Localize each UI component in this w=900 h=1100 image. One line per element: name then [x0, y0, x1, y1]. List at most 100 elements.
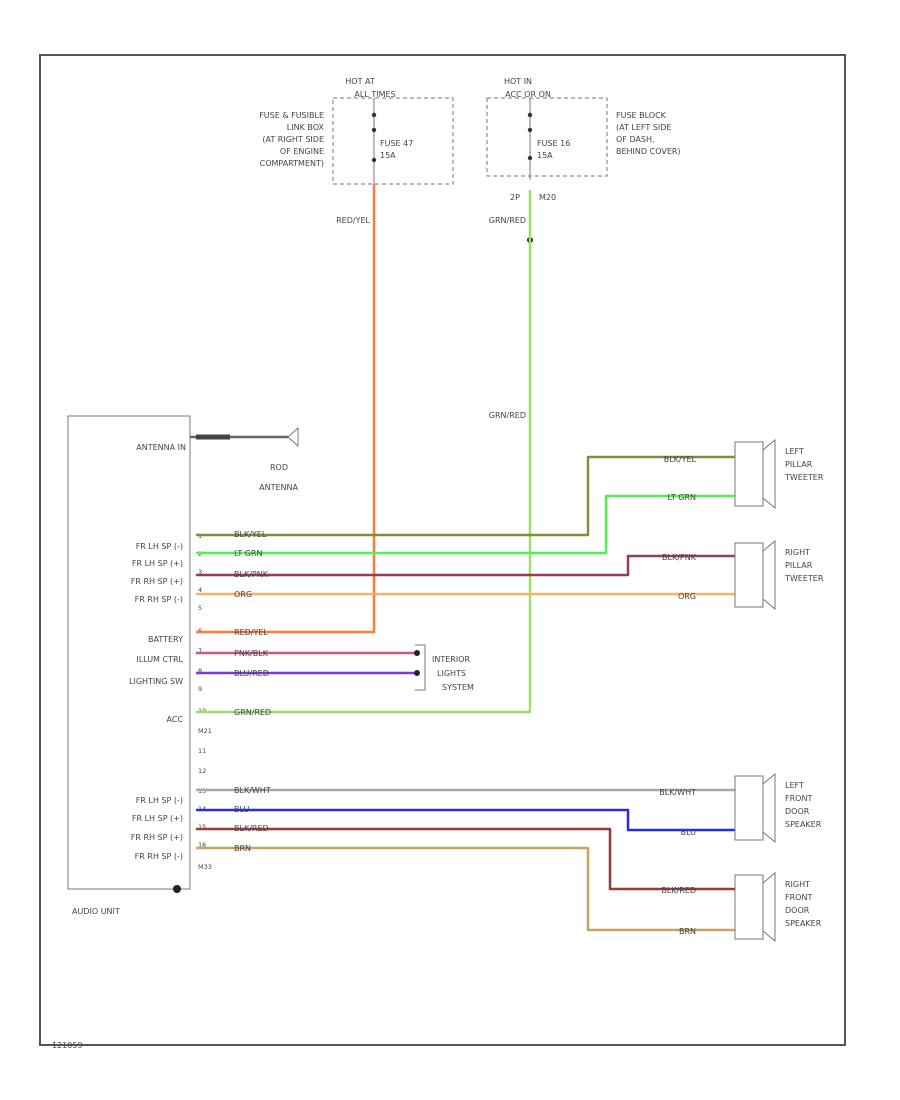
- fuse-link-box-label-1: LINK BOX: [287, 123, 325, 132]
- diagram-code: 121059: [52, 1041, 83, 1050]
- right-pillar-tweeter-body: [734, 542, 764, 608]
- fuse-16-rating: 15A: [537, 151, 553, 160]
- fuse-47-terminal-top: [371, 112, 377, 118]
- wire-label-1: BLK/YEL: [234, 530, 267, 539]
- wire-pin14: [196, 808, 735, 832]
- right-front-door-speaker-label-0: RIGHT: [785, 880, 810, 889]
- fuse-block-label-3: BEHIND COVER): [616, 147, 681, 156]
- fuse-47-terminal-bot: [371, 157, 377, 163]
- wire-label-6: RED/YEL: [234, 628, 268, 637]
- right-pillar-tweeter-label-2: TWEETER: [784, 574, 824, 583]
- fuse-link-box-label-3: OF ENGINE: [280, 147, 324, 156]
- fuse-47-terminal-mid: [371, 127, 377, 133]
- left-pillar-tweeter-body: [734, 441, 764, 507]
- pin-number: 3: [198, 568, 202, 576]
- pin-function-label: FR RH SP (+): [131, 833, 183, 842]
- right-label-rf-bot: BRN: [679, 927, 696, 936]
- pin-function-label: BATTERY: [148, 635, 183, 644]
- fuse-link-box-outline: [332, 97, 454, 185]
- acc-feed-label-mid: GRN/RED: [489, 411, 526, 420]
- pin-function-label: ACC: [166, 715, 183, 724]
- right-label-lf-top: BLK/WHT: [659, 788, 696, 797]
- right-front-door-speaker-body: [734, 874, 764, 940]
- hot-label-2b: ACC OR ON: [505, 90, 551, 99]
- pin-function-label: LIGHTING SW: [129, 677, 183, 686]
- interior-lights: INTERIOR LIGHTS SYSTEM: [414, 644, 474, 692]
- hot-label-1: HOT AT: [345, 77, 375, 86]
- connector-m20-label: M20: [539, 193, 556, 202]
- pin-number: 9: [198, 685, 202, 693]
- pin-function-label: ILLUM CTRL: [136, 655, 183, 664]
- interior-lights-dot-2: [414, 670, 420, 676]
- wire-label-13: BLK/WHT: [234, 786, 271, 795]
- interior-lights-dot-1: [414, 650, 420, 656]
- audio-unit-label: AUDIO UNIT: [72, 907, 120, 916]
- right-front-door-speaker-label-2: DOOR: [785, 906, 810, 915]
- right-pillar-tweeter-cone: [762, 539, 776, 611]
- left-front-door-speaker-label-1: FRONT: [785, 794, 812, 803]
- pin-number: 12: [198, 767, 206, 775]
- audio-unit-box: [67, 415, 191, 890]
- right-label-lp-bot: LT GRN: [667, 493, 696, 502]
- pin-function-label: FR LH SP (-): [136, 542, 183, 551]
- interior-lights-label-2: SYSTEM: [442, 683, 474, 692]
- connector-2p-label: 2P: [510, 193, 520, 202]
- pin-number: M21: [198, 727, 212, 735]
- wire-pin15: [196, 827, 735, 891]
- pin-function-label: FR RH SP (-): [135, 852, 183, 861]
- pin-number: 4: [198, 586, 202, 594]
- right-label-rp-bot: ORG: [678, 592, 696, 601]
- wire-label-10: GRN/RED: [234, 708, 271, 717]
- pin-function-label: FR RH SP (+): [131, 577, 183, 586]
- left-front-door-speaker-label-3: SPEAKER: [785, 820, 822, 829]
- pin-number: 7: [198, 647, 202, 655]
- wire-pin16: [196, 846, 735, 932]
- fuse-16-terminal-top: [527, 112, 533, 118]
- hot-label-1b: ALL TIMES: [354, 90, 395, 99]
- pin-number: 8: [198, 667, 202, 675]
- diagram-frame: [39, 54, 846, 1046]
- pin-number: 15: [198, 823, 206, 831]
- wire-label-7: PNK/BLK: [234, 649, 269, 658]
- pin-function-label: FR RH SP (-): [135, 595, 183, 604]
- right-front-door-speaker-label-1: FRONT: [785, 893, 812, 902]
- antenna-in-label: ANTENNA IN: [136, 443, 186, 452]
- wire-label-15: BLK/RED: [234, 824, 269, 833]
- battery-feed-label: RED/YEL: [336, 216, 370, 225]
- pin-function-label: FR LH SP (+): [132, 814, 183, 823]
- left-pillar-tweeter-label-1: PILLAR: [785, 460, 813, 469]
- fuse-16-terminal-mid: [527, 127, 533, 133]
- fuse-block-label-2: OF DASH,: [616, 135, 655, 144]
- right-pillar-tweeter-label-0: RIGHT: [785, 548, 810, 557]
- interior-lights-bracket: [415, 644, 426, 691]
- left-front-door-speaker-label-2: DOOR: [785, 807, 810, 816]
- wire-pin1: [196, 455, 735, 537]
- fuse-area: HOT AT ALL TIMES HOT IN ACC OR ON FUSE &…: [259, 77, 681, 243]
- right-label-rp-top: BLK/PNK: [662, 553, 697, 562]
- pin-number: M33: [198, 863, 212, 871]
- wires-group: RED/YEL GRN/RED GRN/RED BLK/YEL LT GRN BLK/PN…: [196, 184, 735, 936]
- left-pillar-tweeter-cone: [762, 438, 776, 510]
- wire-label-16: BRN: [234, 844, 251, 853]
- left-pillar-tweeter-label-0: LEFT: [785, 447, 804, 456]
- interior-lights-label-0: INTERIOR: [432, 655, 471, 664]
- right-pillar-tweeter: RIGHT PILLAR TWEETER: [734, 539, 824, 611]
- pin-number: 5: [198, 604, 202, 612]
- wire-label-2: LT GRN: [234, 549, 263, 558]
- fuse-16-terminal-bot: [527, 155, 533, 161]
- rod-antenna-symbol: [287, 426, 299, 448]
- pin-function-label: FR LH SP (+): [132, 559, 183, 568]
- right-label-lp-top: BLK/YEL: [664, 455, 697, 464]
- pin-number: 11: [198, 747, 206, 755]
- right-front-door-speaker-cone: [762, 871, 776, 943]
- wire-label-4: ORG: [234, 590, 252, 599]
- battery-feed-wire: [196, 184, 376, 634]
- left-front-door-speaker-cone: [762, 772, 776, 844]
- rod-antenna-label-1: ANTENNA: [259, 483, 298, 492]
- fuse-block-outline: [486, 97, 608, 177]
- right-pillar-tweeter-label-1: PILLAR: [785, 561, 813, 570]
- left-front-door-speaker-body: [734, 775, 764, 841]
